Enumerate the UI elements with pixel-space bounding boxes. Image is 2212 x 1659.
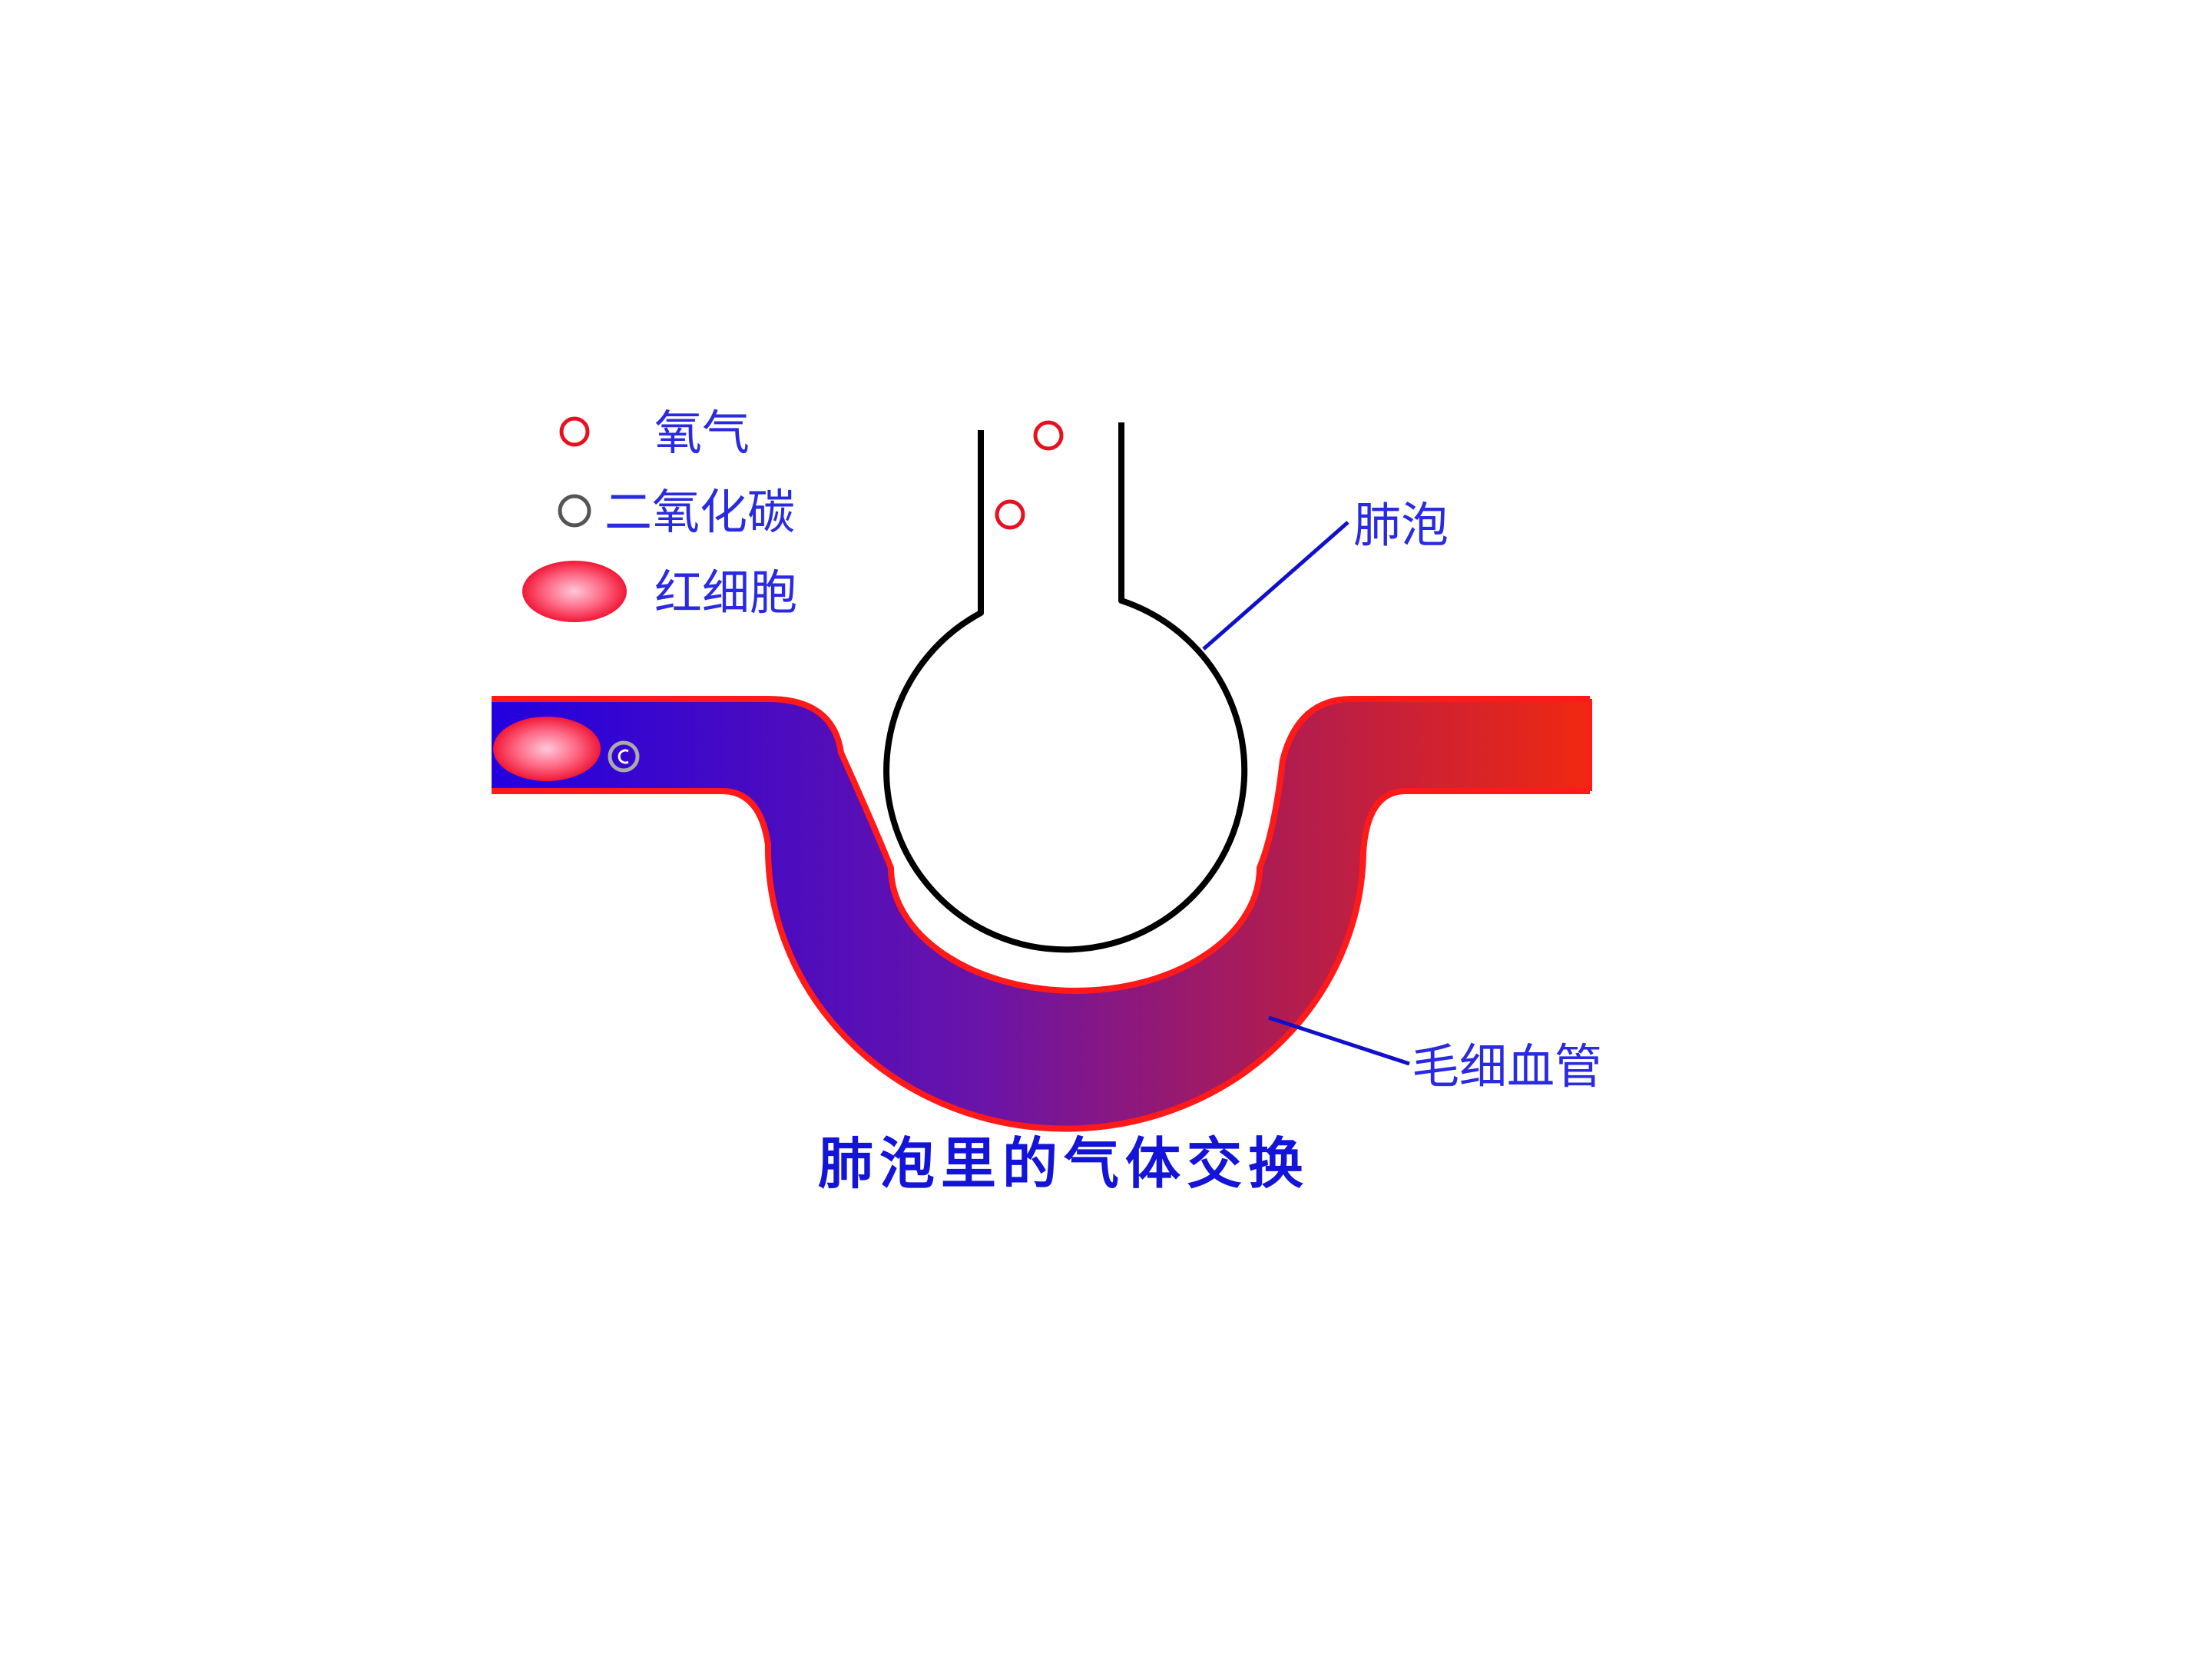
capillary-vessel (492, 699, 1590, 1129)
legend: 氧气 二氧化碳 红细胞 (522, 405, 797, 622)
diagram-title: 肺泡里的气体交换 (818, 1131, 1310, 1196)
legend-rbc-label: 红细胞 (654, 565, 797, 621)
capillary-callout: 毛细血管 (1268, 1015, 1602, 1094)
alveolus-callout-line (1202, 521, 1349, 651)
capillary-callout-line (1268, 1015, 1410, 1066)
capillary-upper-wall (492, 696, 1590, 994)
capillary-label: 毛细血管 (1412, 1038, 1602, 1094)
oxygen-molecule (1033, 420, 1064, 451)
alveolus-callout: 肺泡 (1202, 497, 1449, 651)
capillary (492, 696, 1592, 1132)
red-blood-cell-legend-icon (522, 561, 627, 622)
alveolus-wall (883, 422, 1248, 953)
alveolus-label: 肺泡 (1353, 497, 1449, 553)
legend-co2-label: 二氧化碳 (604, 484, 795, 540)
oxygen-legend-icon (559, 416, 590, 447)
alveolus (883, 420, 1248, 953)
co2-legend-icon (558, 494, 591, 528)
oxygen-molecule (995, 499, 1025, 530)
co2-molecule-inner (618, 749, 629, 764)
co2-molecule (608, 740, 640, 773)
capillary-lower-wall (492, 788, 1590, 1132)
legend-oxygen-label: 氧气 (654, 405, 750, 461)
red-blood-cell (493, 717, 601, 781)
